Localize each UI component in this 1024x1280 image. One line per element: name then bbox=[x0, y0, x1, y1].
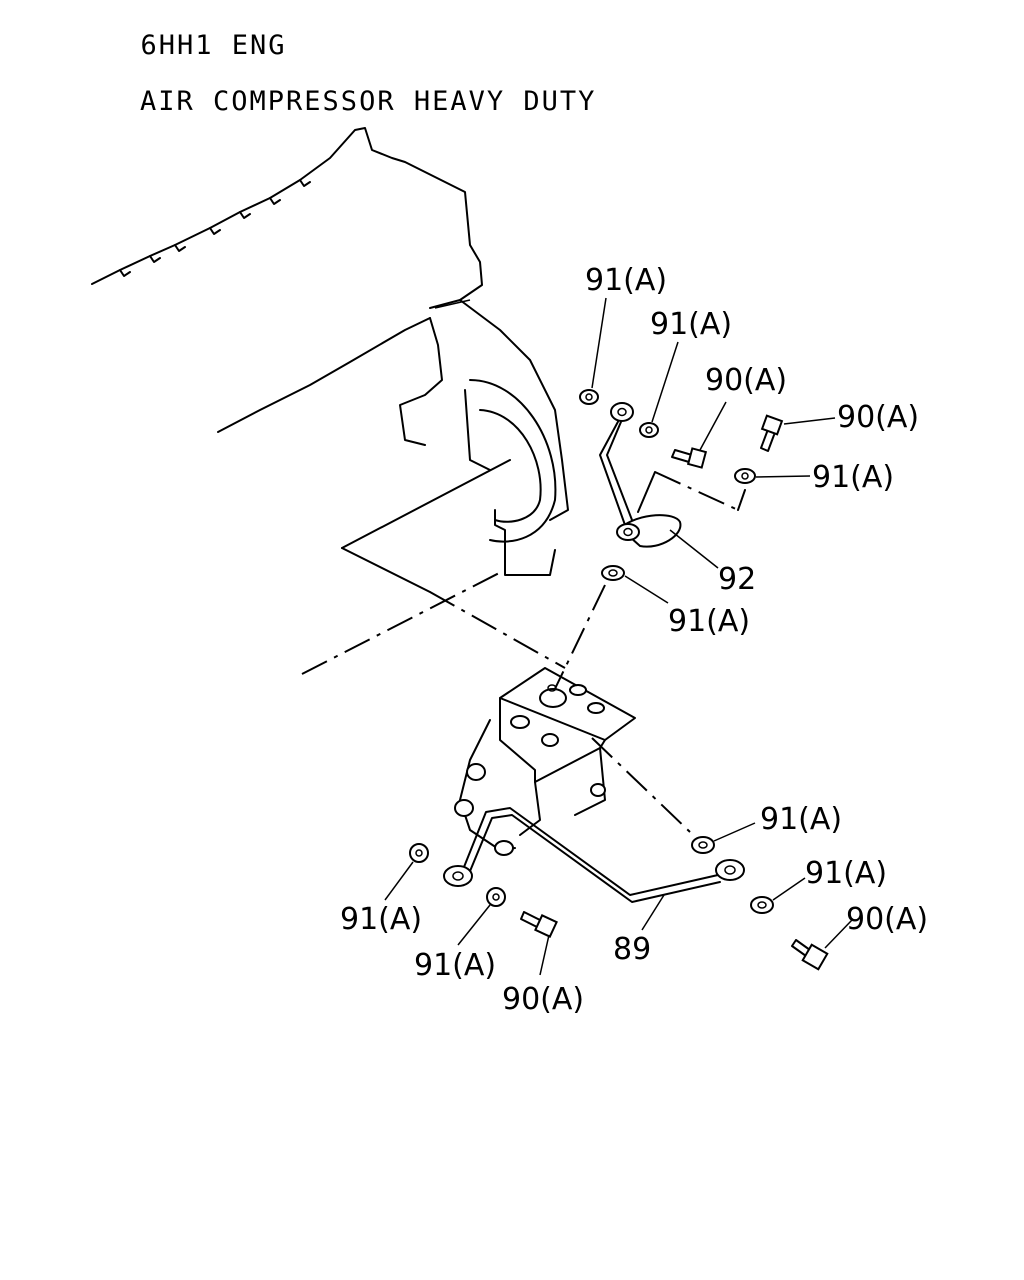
callout-91a-1: 91(A) bbox=[585, 263, 667, 298]
callout-90a-1: 90(A) bbox=[705, 363, 787, 398]
callout-91a-8: 91(A) bbox=[414, 948, 496, 983]
leader-lines bbox=[384, 297, 853, 976]
bolts bbox=[520, 414, 829, 971]
callout-92: 92 bbox=[718, 562, 756, 597]
callout-90a-2: 90(A) bbox=[837, 400, 919, 435]
callout-90a-4: 90(A) bbox=[502, 982, 584, 1017]
callout-91a-7: 91(A) bbox=[340, 902, 422, 937]
callout-90a-3: 90(A) bbox=[846, 902, 928, 937]
washers bbox=[409, 389, 774, 914]
engine-block-drawing bbox=[91, 127, 569, 576]
pipe-92 bbox=[599, 402, 682, 548]
air-compressor-drawing bbox=[454, 667, 636, 856]
pipe-89 bbox=[443, 807, 745, 903]
callout-91a-2: 91(A) bbox=[650, 307, 732, 342]
callout-labels: 91(A) 91(A) 90(A) 90(A) 91(A) 92 91(A) 9… bbox=[340, 263, 928, 1017]
alignment-lines bbox=[301, 299, 746, 833]
callout-91a-4: 91(A) bbox=[668, 604, 750, 639]
callout-91a-5: 91(A) bbox=[760, 802, 842, 837]
diagram-title: 6HH1 ENG AIR COMPRESSOR HEAVY DUTY bbox=[104, 4, 596, 144]
callout-91a-3: 91(A) bbox=[812, 460, 894, 495]
section-title: AIR COMPRESSOR HEAVY DUTY bbox=[140, 86, 597, 117]
callout-89: 89 bbox=[613, 932, 651, 967]
engine-model-label: 6HH1 ENG bbox=[140, 30, 287, 61]
callout-91a-6: 91(A) bbox=[805, 856, 887, 891]
